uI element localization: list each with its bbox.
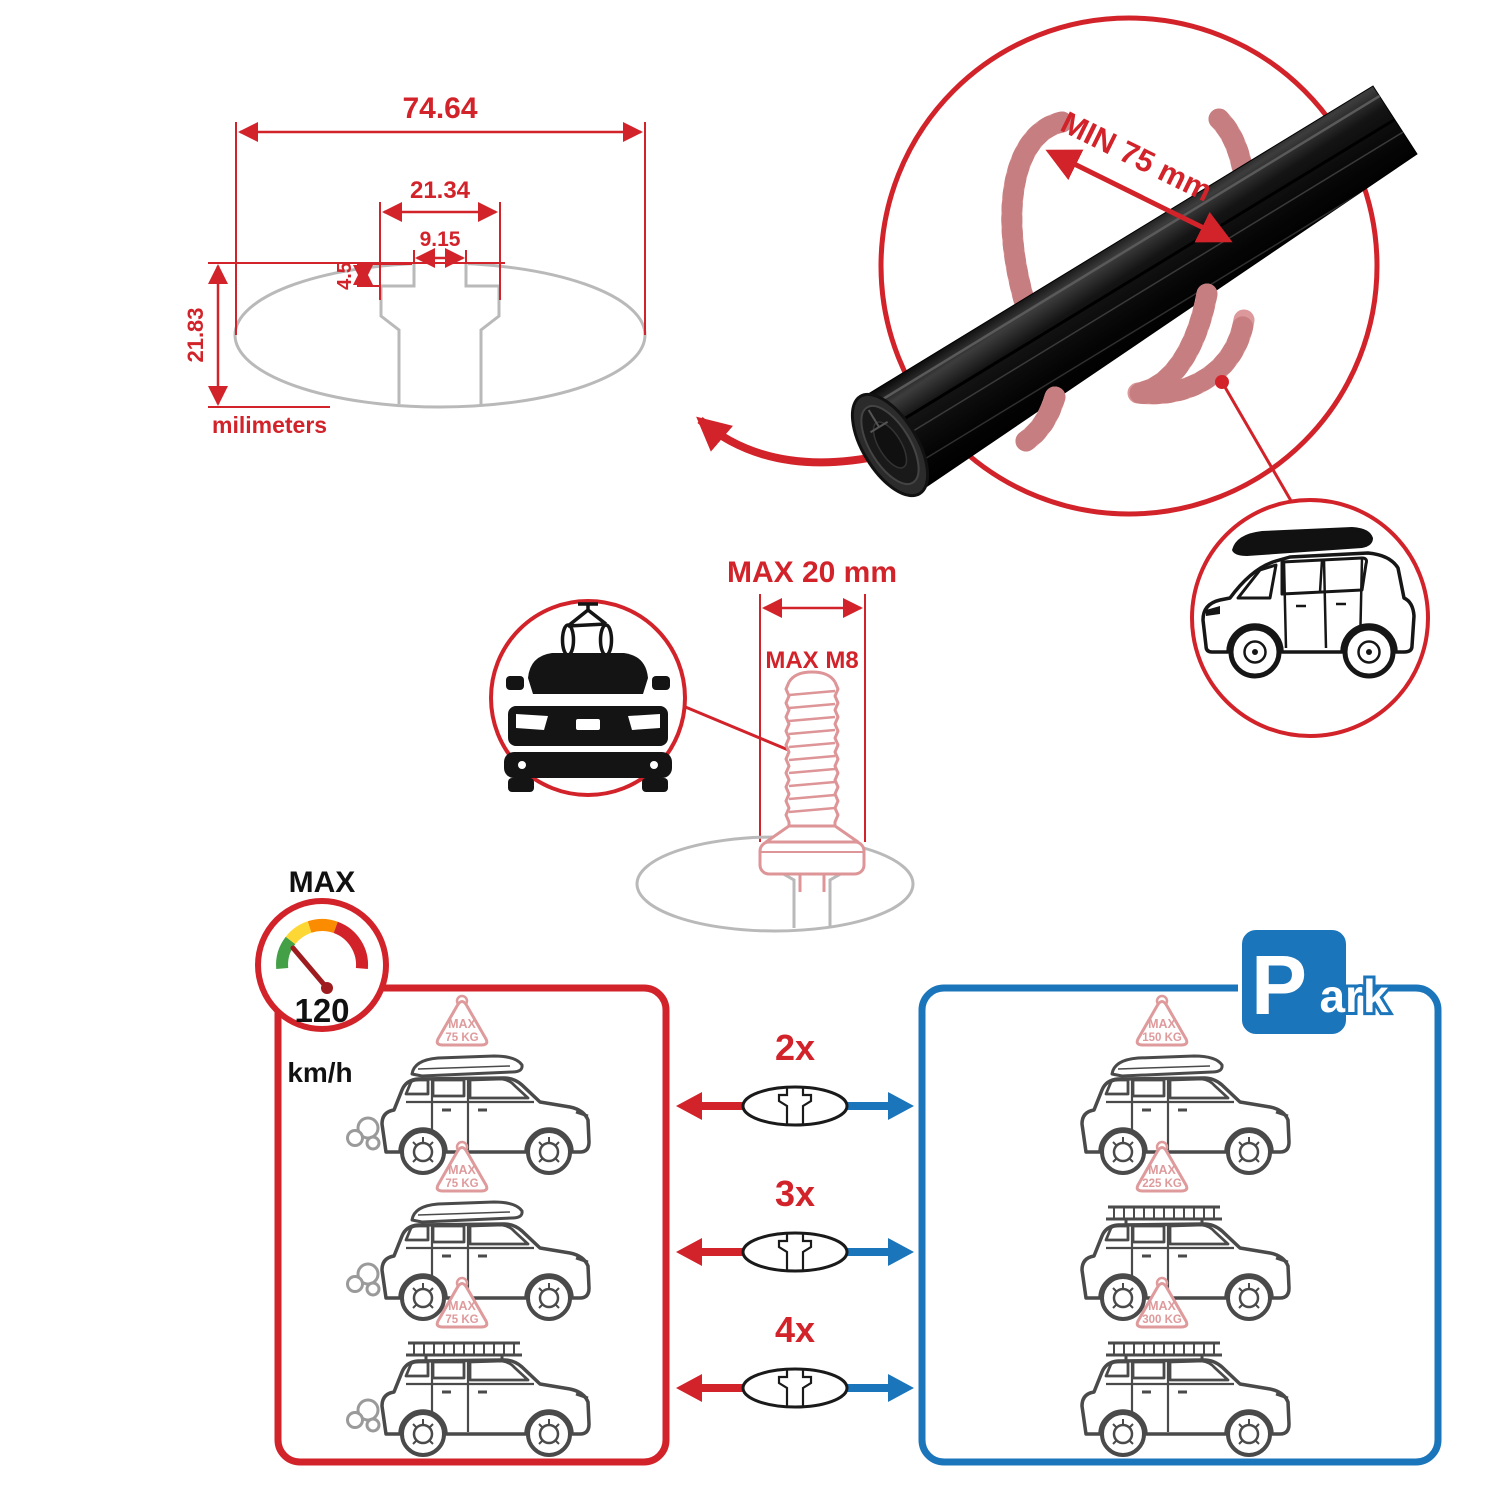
park-sign: P ark	[1238, 926, 1392, 1038]
speed-value: 120	[294, 992, 349, 1029]
min-span-arrow	[1045, 149, 1233, 243]
units-label: milimeters	[212, 412, 327, 438]
bolt-callout-line	[682, 704, 799, 756]
load-tag: MAX 150 KG	[1135, 994, 1189, 1047]
dim-slot-width-label: 9.15	[420, 228, 461, 251]
park-sign-rest: ark	[1319, 970, 1388, 1022]
clamp-rear-parts	[1001, 108, 1253, 311]
arrow-to-red-head	[676, 1092, 702, 1120]
gauge-needle	[290, 945, 330, 991]
load-tag: MAX 225 KG	[1135, 1140, 1189, 1193]
bolt-spec-section: MAX 20 mm MAX M8	[489, 556, 915, 933]
gauge-arcs	[276, 919, 369, 970]
gauge-needle-pivot	[321, 982, 333, 994]
profile-ellipse	[233, 261, 647, 409]
park-sign-square	[1238, 926, 1350, 1038]
load-tag: MAX 75 KG	[435, 994, 489, 1047]
suv-roofbox-circle	[1190, 498, 1430, 738]
load-tag: MAX 75 KG	[435, 1140, 489, 1193]
tag-line2: 75 KG	[445, 1314, 478, 1326]
clamp-front-parts	[1015, 283, 1255, 452]
arrow-to-blue-head	[888, 1092, 914, 1120]
tag-line2: 150 KG	[1142, 1032, 1182, 1044]
roof-box-shape	[1232, 527, 1373, 556]
slot-opening-gap	[412, 254, 468, 268]
tag-line1: MAX	[1148, 1017, 1176, 1031]
multiplier-label: 3x	[775, 1173, 815, 1214]
load-tag: MAX 300 KG	[1135, 1276, 1189, 1329]
load-tag: MAX 75 KG	[435, 1276, 489, 1329]
profile-cross-section-diagram: 74.64 21.34 9.15 4.5 21.83 milimeters	[183, 92, 647, 438]
suv-illustration	[1201, 527, 1416, 679]
bolt-thread-label: MAX M8	[765, 647, 858, 674]
speed-units: km/h	[287, 1057, 352, 1088]
tag-line1: MAX	[448, 1017, 476, 1031]
callout-line	[1220, 381, 1296, 507]
speed-max-label: MAX	[289, 866, 356, 899]
dim-total-width-label: 74.64	[402, 92, 477, 125]
tag-line2: 300 KG	[1142, 1314, 1182, 1326]
pointer-arrow-to-drawing	[696, 416, 885, 467]
crossbar-oval-icon	[741, 1367, 849, 1409]
multiplier-row-3: 4x	[676, 1309, 914, 1409]
driving-car-row-3: MAX 75 KG	[346, 1276, 591, 1457]
parked-car-row-2: MAX 225 KG	[1080, 1140, 1291, 1321]
dimension-lines	[208, 122, 643, 406]
t-slot-profile	[379, 262, 501, 404]
crossbar-oval-icon	[741, 1085, 849, 1127]
tag-line2: 75 KG	[445, 1178, 478, 1190]
multiplier-label: 2x	[775, 1027, 815, 1068]
bolt-max-width-label: MAX 20 mm	[727, 556, 897, 589]
bolt-extension-lines	[759, 594, 866, 842]
tag-line1: MAX	[1148, 1163, 1176, 1177]
dim-lip-depth-label: 4.5	[334, 262, 356, 290]
dim-total-height-label: 21.83	[183, 307, 208, 362]
bar-end-cap	[850, 392, 930, 498]
arrow-to-blue-head	[888, 1374, 914, 1402]
arrow-to-blue-head	[888, 1238, 914, 1266]
crossbar-oval-icon	[741, 1231, 849, 1273]
bike-car-circle	[489, 599, 687, 797]
dim-channel-width-label: 21.34	[410, 177, 471, 204]
tag-line1: MAX	[1148, 1299, 1176, 1313]
multiplier-label: 4x	[775, 1309, 815, 1350]
driving-car-row-1: MAX 75 KG	[346, 994, 591, 1175]
crossbar-photo-circle: MIN 75 mm	[850, 15, 1418, 517]
arrow-to-red-head	[676, 1238, 702, 1266]
tag-line1: MAX	[448, 1299, 476, 1313]
car-front-circle	[489, 599, 687, 797]
multiplier-row-2: 3x	[676, 1173, 914, 1273]
tag-line1: MAX	[448, 1163, 476, 1177]
driving-car-row-2: MAX 75 KG	[346, 1140, 591, 1321]
arrow-to-red-head	[676, 1374, 702, 1402]
tag-line2: 75 KG	[445, 1032, 478, 1044]
parked-car-row-1: MAX 150 KG	[1080, 994, 1291, 1175]
car-front-illustration	[504, 653, 672, 792]
crossbar-render	[850, 85, 1418, 498]
tag-line2: 225 KG	[1142, 1178, 1182, 1190]
parked-car-row-3: MAX 300 KG	[1080, 1276, 1291, 1457]
speed-gauge: MAX 120 km/h	[255, 866, 389, 1088]
bolt-illustration	[758, 670, 866, 892]
multiplier-row-1: 2x	[676, 1027, 914, 1127]
park-sign-letter: P	[1251, 938, 1307, 1032]
